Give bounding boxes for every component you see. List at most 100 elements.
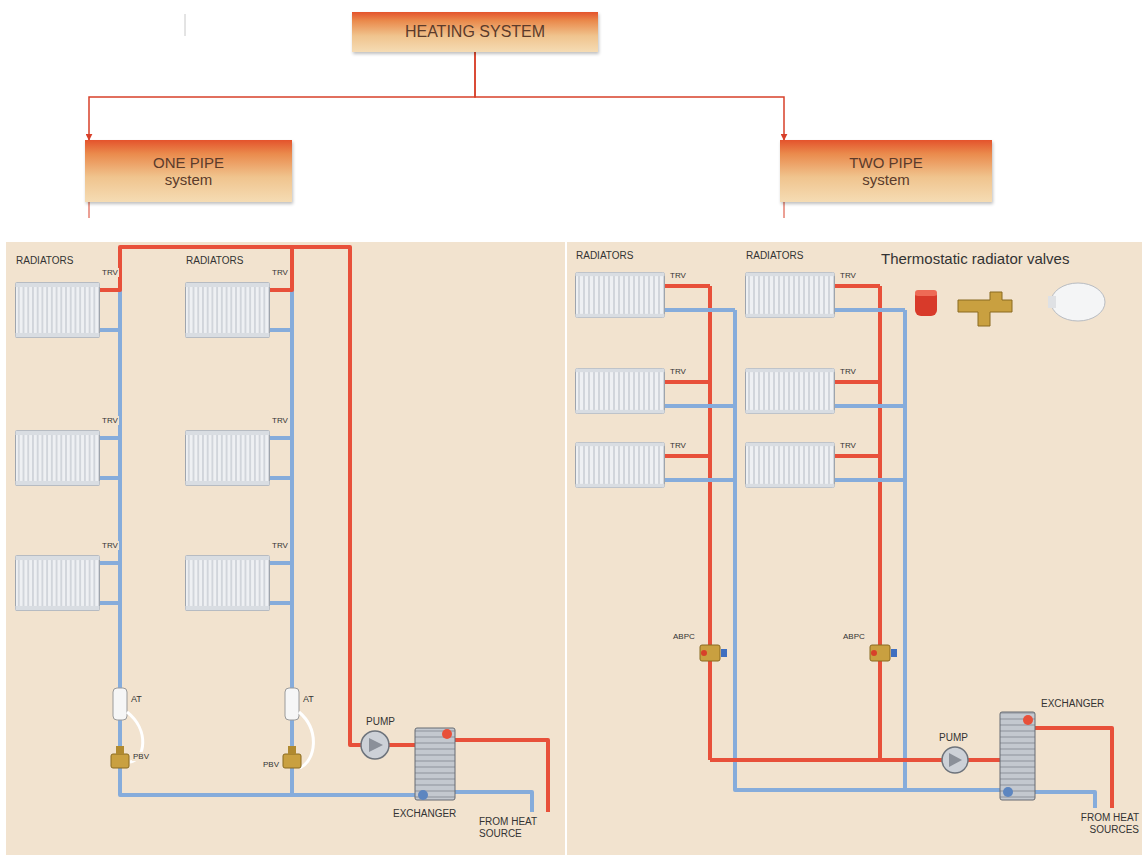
part-label: RADIATORS — [185, 255, 244, 267]
thermostatic-valve-icons — [915, 283, 1105, 326]
heat-exchanger — [442, 729, 452, 739]
at-valve — [113, 688, 127, 720]
one-pipe-pipes — [389, 743, 415, 747]
part-label: TRV — [101, 268, 119, 277]
valve-label: AT — [130, 694, 143, 704]
one-pipe-pipes — [270, 601, 292, 605]
category-box: ONE PIPE system — [85, 140, 292, 202]
pbv-valve — [288, 746, 296, 754]
valve-label: ABPC — [842, 632, 866, 641]
two-pipe-pipes — [1035, 792, 1095, 808]
box-text: ONE PIPE system — [143, 154, 235, 189]
valve-label: PBV — [132, 752, 150, 761]
two-pipe-pipes — [665, 404, 735, 408]
part-label: TRV — [669, 271, 687, 280]
part-label: TRV — [101, 416, 119, 425]
part-label: TRV — [101, 541, 119, 550]
part-label: TRV — [839, 367, 857, 376]
two-pipe-panel — [567, 242, 1142, 855]
heat-exchanger — [1000, 712, 1035, 800]
two-pipe-pipes — [835, 404, 905, 408]
box-text: HEATING SYSTEM — [405, 23, 545, 41]
radiator — [746, 272, 835, 317]
pbv-valve — [283, 754, 301, 768]
heat-exchanger — [415, 728, 455, 800]
pbv-valve — [116, 746, 124, 754]
one-pipe-pipes — [455, 740, 548, 812]
abpc-valve — [871, 650, 877, 656]
part-label: EXCHANGER — [392, 808, 457, 820]
part-label: FROM HEAT SOURCES — [1058, 812, 1140, 835]
heat-exchanger — [1003, 787, 1013, 797]
abpc-valve — [721, 649, 727, 657]
one-pipe-pipes — [120, 290, 415, 795]
one-pipe-pipes — [100, 328, 120, 332]
pbv-valve — [111, 754, 129, 768]
one-pipe-pipes — [270, 476, 292, 480]
radiator — [185, 431, 269, 486]
two-pipe-pipes — [878, 286, 882, 760]
valve-label: ABPC — [672, 632, 696, 641]
branch-lines — [784, 202, 785, 218]
two-pipe-pipes — [665, 286, 1112, 808]
abpc-valve — [700, 645, 897, 661]
branch-lines — [89, 202, 90, 218]
one-pipe-panel — [6, 242, 565, 855]
valve-label: PBV — [262, 760, 280, 769]
radiator — [15, 283, 99, 338]
branch-arrow — [475, 52, 784, 140]
part-label: FROM HEAT SOURCE — [478, 816, 565, 839]
part-label: PUMP — [938, 732, 969, 744]
two-pipe-pipes — [835, 380, 880, 384]
part-label: TRV — [271, 541, 289, 550]
branch-arrow — [89, 52, 475, 140]
one-pipe-pipes — [270, 436, 292, 440]
thermostatic-valve-icons — [958, 292, 1012, 326]
two-pipe-pipes — [1035, 728, 1112, 808]
part-label: TRV — [271, 416, 289, 425]
pump — [361, 731, 389, 759]
thermostatic-valve-icons — [1048, 296, 1056, 308]
two-pipe-pipes — [665, 380, 710, 384]
two-pipe-pipes — [665, 478, 735, 482]
radiator — [185, 283, 269, 338]
part-label: RADIATORS — [15, 255, 74, 267]
two-pipe-pipes — [710, 758, 942, 762]
valve-label: AT — [302, 694, 315, 704]
abpc-valve — [700, 645, 720, 661]
one-pipe-pipes — [270, 561, 292, 565]
radiator — [15, 431, 99, 486]
category-box: TWO PIPE system — [780, 140, 992, 202]
two-pipe-pipes — [665, 454, 710, 458]
radiator — [15, 283, 269, 611]
thermostatic-valve-icons — [915, 290, 937, 296]
branch-lines — [89, 202, 784, 218]
pump — [369, 738, 383, 752]
heat-exchanger — [1023, 715, 1033, 725]
two-pipe-pipes — [665, 308, 735, 312]
two-pipe-pipes — [665, 284, 710, 288]
pump — [361, 731, 389, 759]
two-pipe-pipes — [968, 758, 1000, 762]
one-pipe-pipes — [455, 792, 532, 812]
radiator — [185, 556, 269, 611]
one-pipe-pipes — [100, 436, 120, 440]
part-label: TRV — [669, 441, 687, 450]
two-pipe-pipes — [708, 286, 712, 760]
heat-exchanger — [1000, 712, 1035, 800]
part-label: TRV — [669, 367, 687, 376]
part-label: RADIATORS — [575, 250, 634, 262]
stray-mark — [185, 14, 186, 36]
one-pipe-pipes — [100, 561, 120, 565]
one-pipe-pipes — [270, 247, 292, 290]
radiator — [576, 272, 835, 487]
part-label: TRV — [839, 441, 857, 450]
two-pipe-pipes — [835, 454, 880, 458]
two-pipe-pipes — [835, 478, 905, 482]
heat-exchanger — [415, 728, 455, 800]
one-pipe-pipes — [270, 328, 292, 332]
thermostatic-valve-icons — [1051, 283, 1105, 321]
two-pipe-pipes — [903, 310, 907, 790]
radiator — [576, 368, 665, 413]
